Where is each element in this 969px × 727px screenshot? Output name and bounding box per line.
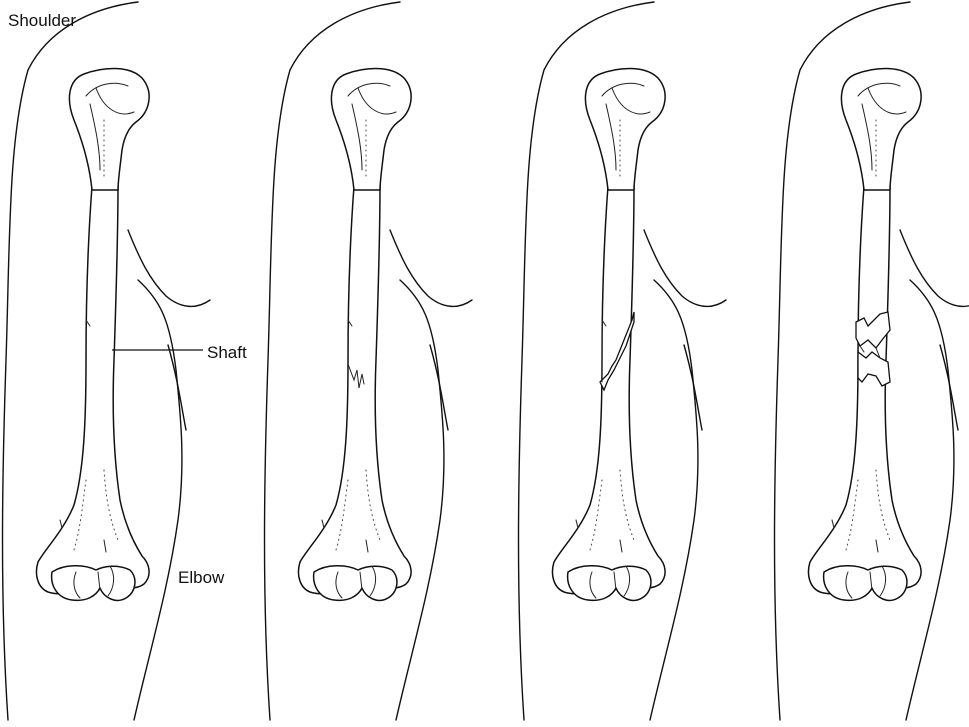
humerus-bone — [36, 69, 149, 601]
elbow-label: Elbow — [178, 569, 224, 586]
shaft-label: Shaft — [207, 344, 247, 361]
panel-oblique-fracture — [519, 2, 727, 720]
panel-hairline-fracture — [265, 2, 473, 720]
panel-intact — [3, 2, 211, 720]
shoulder-label: Shoulder — [8, 12, 76, 29]
humerus-bone — [298, 69, 411, 601]
humerus-bone — [552, 69, 665, 601]
panel-comminuted-fracture — [775, 2, 969, 720]
